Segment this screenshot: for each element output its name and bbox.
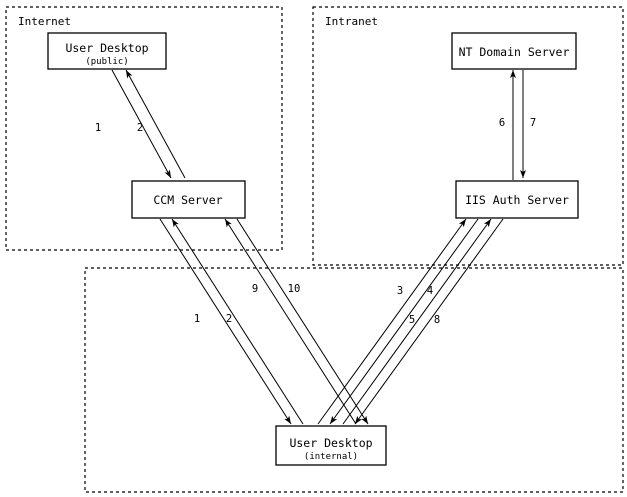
flow-line-step-1-internal: [159, 218, 292, 425]
flow-line-step-5: [342, 218, 492, 425]
zone-border-internet: [5, 6, 283, 251]
step-label-5: 5: [409, 314, 415, 326]
flow-line-step-2-public: [125, 69, 186, 179]
node-nt-domain-server[interactable]: NT Domain Server: [451, 32, 577, 70]
node-iis-auth-server[interactable]: IIS Auth Server: [455, 180, 579, 219]
step-label-7: 7: [530, 117, 536, 129]
zone-border-intranet: [312, 6, 624, 266]
step-label-4: 4: [427, 285, 433, 297]
node-subtitle-user-desktop-internal: (internal): [304, 452, 358, 462]
step-label-8: 8: [434, 314, 440, 326]
node-user-desktop-internal[interactable]: User Desktop (internal): [275, 425, 387, 466]
flow-line-step-1-public: [111, 69, 172, 179]
step-label-1-internal: 1: [194, 313, 200, 325]
node-box-user-desktop-internal[interactable]: [275, 425, 387, 466]
node-box-iis-auth-server[interactable]: [455, 180, 579, 219]
node-title-ccm-server: CCM Server: [153, 193, 222, 207]
flow-line-step-4: [329, 218, 479, 425]
node-user-desktop-public[interactable]: User Desktop (public): [47, 32, 167, 70]
flow-line-step-3: [317, 218, 467, 425]
node-title-user-desktop-public: User Desktop: [65, 41, 148, 55]
step-label-3: 3: [397, 285, 403, 297]
node-ccm-server[interactable]: CCM Server: [131, 180, 246, 219]
flow-line-step-8: [354, 218, 504, 425]
zone-border-internal: [84, 267, 624, 493]
step-label-2-internal: 2: [226, 313, 232, 325]
node-title-user-desktop-internal: User Desktop: [289, 436, 372, 450]
node-title-nt-domain-server: NT Domain Server: [459, 45, 570, 59]
step-label-1-public: 1: [95, 122, 101, 134]
flow-line-step-9: [224, 218, 357, 425]
step-label-10: 10: [288, 283, 301, 295]
step-label-6: 6: [499, 117, 505, 129]
node-title-iis-auth-server: IIS Auth Server: [465, 193, 569, 207]
node-box-ccm-server[interactable]: [131, 180, 246, 219]
node-subtitle-user-desktop-public: (public): [85, 57, 128, 67]
node-box-user-desktop-public[interactable]: [47, 32, 167, 70]
node-box-nt-domain-server[interactable]: [451, 32, 577, 70]
zone-label-internet: Internet: [18, 15, 71, 28]
flow-line-step-2-internal: [171, 218, 304, 425]
flow-line-step-10: [236, 218, 369, 425]
step-label-2-public: 2: [137, 122, 143, 134]
step-label-9: 9: [252, 283, 258, 295]
zone-label-intranet: Intranet: [325, 15, 378, 28]
